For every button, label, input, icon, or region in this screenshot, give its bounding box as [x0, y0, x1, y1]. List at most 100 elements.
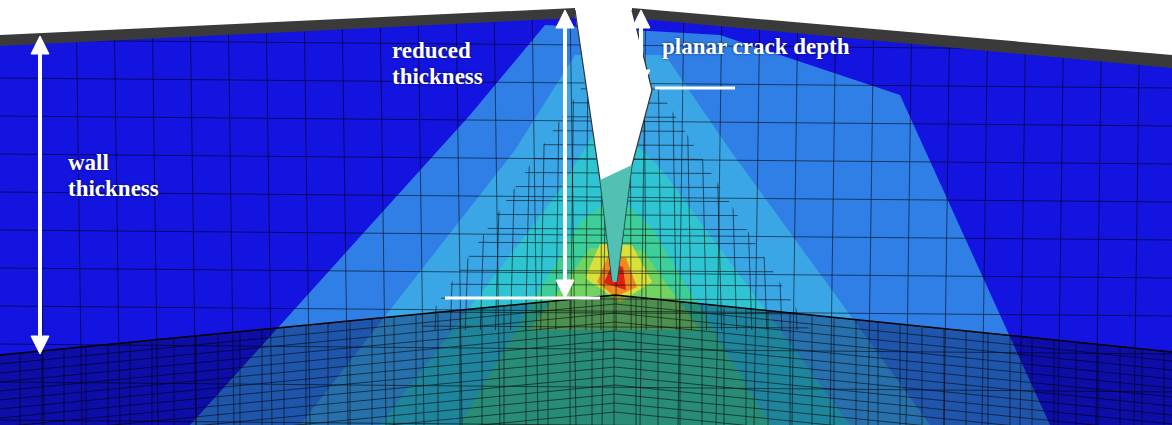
- layer-boundary: [0, 295, 615, 355]
- mesh-line: [900, 290, 901, 425]
- mesh-line: [266, 0, 272, 425]
- mesh-line: [672, 40, 677, 340]
- mesh-line: [592, 290, 593, 425]
- mesh-line: [615, 340, 1172, 397]
- arrow-head: [31, 336, 49, 354]
- mesh-line: [456, 0, 462, 425]
- mesh-line: [328, 290, 329, 425]
- mesh-line: [678, 0, 684, 425]
- mesh-line: [792, 0, 798, 425]
- dimension-line: [639, 22, 643, 76]
- mesh-line: [615, 304, 1172, 361]
- mesh-line: [284, 290, 285, 425]
- mesh-line: [380, 0, 386, 425]
- mesh-line: [770, 40, 782, 340]
- layer-mesh: [0, 290, 1172, 425]
- dimension-label: planar crack depth: [662, 34, 849, 60]
- mesh-line: [438, 290, 439, 425]
- mesh-line: [982, 0, 988, 425]
- mesh-line: [130, 290, 131, 425]
- mesh-line: [0, 394, 615, 425]
- mesh-line: [754, 0, 760, 425]
- mesh-line: [746, 290, 747, 425]
- mesh-line: [756, 40, 767, 340]
- mesh-line: [510, 40, 518, 340]
- mesh-line: [1054, 290, 1055, 425]
- mesh-line: [532, 0, 538, 425]
- mesh-line: [988, 290, 989, 425]
- mesh-line: [658, 40, 661, 340]
- mesh-line: [342, 0, 348, 425]
- mesh-line: [38, 0, 44, 425]
- mesh-line: [0, 358, 615, 418]
- mesh-line: [615, 412, 1172, 425]
- mesh-line: [615, 358, 1172, 415]
- mesh-line: [1142, 290, 1143, 425]
- mesh-line: [714, 40, 722, 340]
- mesh-line: [615, 403, 1172, 425]
- mesh-line: [742, 40, 752, 340]
- mesh-line: [400, 298, 830, 300]
- mesh-line: [878, 290, 879, 425]
- mesh-line: [0, 382, 1172, 392]
- mesh-line: [372, 290, 373, 425]
- crack-face-shade: [600, 165, 632, 282]
- mesh-line: [0, 304, 615, 364]
- mesh-line: [0, 192, 1172, 202]
- mesh-line: [495, 40, 504, 340]
- crack-face: [575, 10, 612, 281]
- mesh-line: [570, 290, 571, 425]
- arrow-head: [632, 70, 650, 88]
- mesh-line: [152, 290, 153, 425]
- mesh-line: [64, 290, 65, 425]
- mesh-line: [1120, 290, 1121, 425]
- mesh-line: [548, 290, 549, 425]
- mesh-line: [1096, 0, 1102, 425]
- mesh-line: [680, 290, 681, 425]
- mesh-line: [0, 340, 615, 400]
- extension-line: [445, 297, 600, 300]
- mesh-line: [504, 290, 505, 425]
- mesh-line: [108, 290, 109, 425]
- mesh-line: [76, 0, 82, 425]
- mesh-line: [0, 313, 615, 373]
- mesh-line: [306, 290, 307, 425]
- mesh-line: [636, 290, 637, 425]
- mesh-line: [790, 290, 791, 425]
- mesh-line: [686, 40, 692, 340]
- mesh-line: [1164, 290, 1165, 425]
- mesh-line: [418, 0, 424, 425]
- dimension-arrows: [31, 10, 735, 354]
- mesh-line: [615, 367, 1172, 424]
- mesh-line: [798, 40, 813, 340]
- mesh-line: [615, 349, 1172, 406]
- mesh-line: [812, 40, 828, 340]
- mesh-line: [700, 40, 707, 340]
- mesh-line: [1058, 0, 1064, 425]
- mesh-line: [1076, 290, 1077, 425]
- mesh-line: [944, 290, 945, 425]
- mesh-line: [0, 331, 615, 391]
- mesh-line: [0, 230, 1172, 240]
- mesh-line: [526, 290, 527, 425]
- surface-layer: [0, 8, 575, 46]
- mesh-line: [922, 290, 923, 425]
- mesh-line: [1098, 290, 1099, 425]
- dimension-line: [38, 48, 42, 342]
- mesh-line: [728, 40, 737, 340]
- mesh-line: [0, 385, 615, 425]
- mesh-line: [416, 290, 417, 425]
- mesh-line: [540, 40, 546, 340]
- mesh-line: [350, 290, 351, 425]
- mesh-line: [615, 331, 1172, 388]
- mesh-line: [615, 313, 1172, 370]
- mesh-line: [0, 295, 615, 355]
- dimension-line: [563, 22, 567, 286]
- mesh-line: [615, 385, 1172, 425]
- mesh-line: [196, 290, 197, 425]
- mesh-line: [1020, 0, 1026, 425]
- mesh-line: [394, 290, 395, 425]
